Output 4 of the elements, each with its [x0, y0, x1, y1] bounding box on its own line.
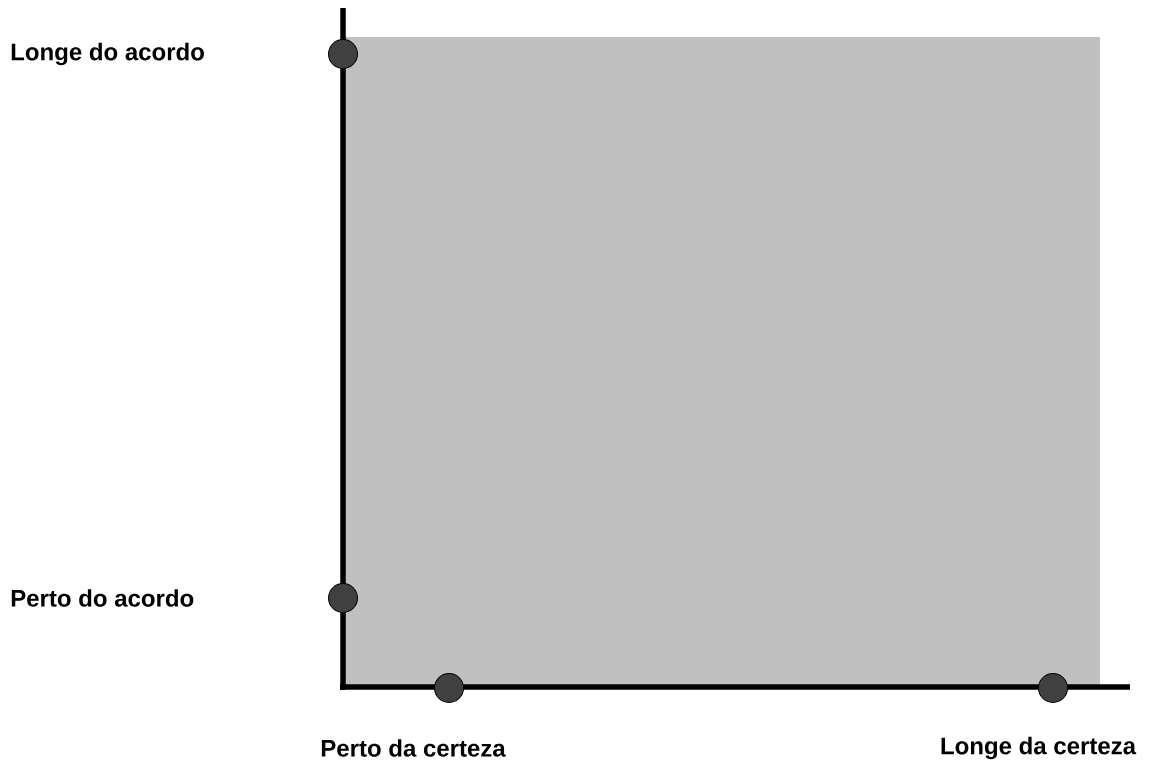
axis-label: Longe da certeza: [941, 736, 1137, 760]
axis-label: Perto da certeza: [321, 739, 506, 757]
axis-label: Perto do acordo: [11, 589, 194, 607]
axis-label: Longe do acordo: [11, 42, 204, 66]
